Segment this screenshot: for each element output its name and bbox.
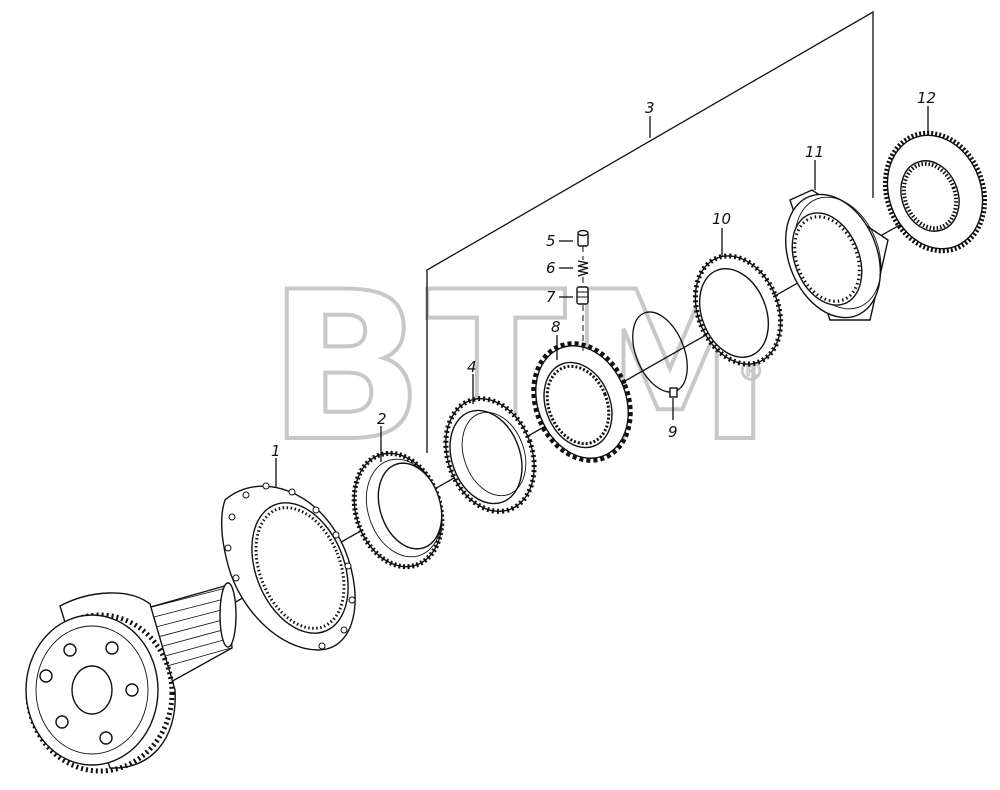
- label-part-10: 10: [712, 210, 731, 228]
- part-11-sleeve: [784, 189, 889, 321]
- part-9-snap-ring: [632, 311, 688, 398]
- label-part-2: 2: [377, 410, 387, 428]
- label-part-8: 8: [551, 318, 561, 336]
- part-10-ring: [692, 253, 784, 367]
- label-part-12: 12: [917, 89, 936, 107]
- leader-lines: [275, 106, 929, 487]
- bracket-3: [426, 10, 874, 453]
- label-part-5: 5: [546, 232, 556, 250]
- part-6-spring: [577, 260, 589, 277]
- part-12-gear: [882, 130, 988, 254]
- part-2-ring: [351, 450, 445, 570]
- part-7-plunger: [576, 286, 589, 305]
- part-4-ring: [443, 396, 537, 514]
- part-5-cap: [577, 229, 589, 247]
- label-part-4: 4: [467, 358, 477, 376]
- label-part-11: 11: [805, 143, 824, 161]
- part-8-hub: [531, 341, 633, 463]
- label-part-3: 3: [645, 99, 655, 117]
- label-part-9: 9: [668, 423, 678, 441]
- label-part-6: 6: [546, 259, 556, 277]
- part-1-drum-shaft: [25, 582, 237, 774]
- label-part-1: 1: [271, 442, 281, 460]
- part-1-plate: [220, 482, 356, 651]
- label-part-7: 7: [546, 288, 556, 306]
